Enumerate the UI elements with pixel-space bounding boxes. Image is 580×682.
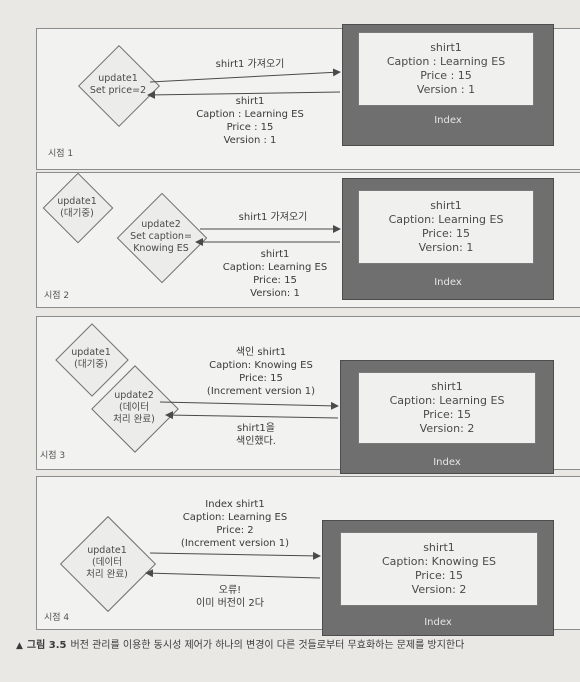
update-node-text: update1 Set price=2 — [78, 70, 158, 100]
update-node-text: update2 (데이터 처리 완료) — [94, 388, 174, 428]
panel-label: 시점 3 — [40, 451, 66, 461]
node-line: (데이터 — [119, 402, 149, 413]
response-text: shirt1을 색인했다. — [216, 422, 296, 448]
index-line: Price: 15 — [414, 569, 464, 582]
panel-label: 시점 4 — [44, 613, 70, 623]
panel-label: 시점 2 — [44, 291, 70, 301]
response-line: 오류! — [218, 585, 242, 596]
update-node-text: update1 (데이터 처리 완료) — [66, 543, 148, 583]
response-line: Version : 1 — [223, 135, 277, 146]
index-line: Price: 15 — [422, 408, 472, 421]
node-line: update1 — [87, 545, 127, 556]
index-line: shirt1 — [423, 541, 455, 554]
response-line: shirt1을 — [237, 423, 275, 434]
node-line: update1 — [98, 73, 138, 84]
response-arrow — [165, 411, 339, 420]
request-text: Index shirt1 Caption: Learning ES Price:… — [170, 498, 300, 550]
index-line: Caption: Knowing ES — [381, 555, 497, 568]
index-line: Version: 1 — [418, 241, 474, 254]
request-line: Price: 2 — [216, 525, 254, 536]
node-line: 처리 완료) — [86, 569, 128, 580]
request-line: Price: 15 — [239, 373, 283, 384]
response-text: shirt1 Caption : Learning ES Price : 15 … — [185, 95, 315, 147]
node-line: update2 — [141, 219, 181, 230]
node-line: (대기중) — [60, 208, 94, 219]
node-line: update1 — [71, 347, 111, 358]
update-node-text: update1 (대기중) — [42, 195, 112, 221]
request-arrow — [159, 401, 339, 410]
response-arrow — [147, 90, 341, 99]
index-line: Price : 15 — [420, 69, 472, 82]
index-line: Version: 2 — [411, 583, 467, 596]
request-text: 색인 shirt1 Caption: Knowing ES Price: 15 … — [196, 346, 326, 398]
caption-text: 버전 관리를 이용한 동시성 제어가 하나의 변경이 다른 것들로부터 무효화하… — [70, 640, 465, 651]
response-line: Caption : Learning ES — [196, 109, 304, 120]
request-line: Caption: Knowing ES — [209, 360, 313, 371]
response-arrow — [145, 569, 321, 579]
index-document: shirt1 Caption : Learning ES Price : 15 … — [358, 32, 534, 106]
index-line: shirt1 — [430, 41, 462, 54]
node-line: Set caption= — [130, 231, 192, 242]
request-text: shirt1 가져오기 — [218, 211, 328, 224]
panel-label: 시점 1 — [48, 149, 74, 159]
request-line: shirt1 가져오기 — [238, 212, 308, 223]
update-node-text: update2 Set caption= Knowing ES — [116, 218, 206, 256]
index-line: shirt1 — [431, 380, 463, 393]
request-line: Index shirt1 — [205, 499, 265, 510]
index-line: shirt1 — [430, 199, 462, 212]
request-line: (Increment version 1) — [206, 386, 316, 397]
node-line: update1 — [57, 196, 97, 207]
index-line: Caption: Learning ES — [389, 394, 505, 407]
index-label: Index — [424, 617, 452, 628]
request-line: shirt1 가져오기 — [215, 59, 285, 70]
index-line: Version : 1 — [416, 83, 476, 96]
request-arrow — [149, 551, 321, 560]
index-document: shirt1 Caption: Learning ES Price: 15 Ve… — [358, 372, 536, 444]
node-line: 처리 완료) — [113, 414, 155, 425]
index-label: Index — [434, 115, 462, 126]
update-node-text: update1 (대기중) — [56, 346, 126, 372]
request-text: shirt1 가져오기 — [195, 58, 305, 71]
request-line: Caption: Learning ES — [182, 512, 288, 523]
request-line: (Increment version 1) — [180, 538, 290, 549]
node-line: Knowing ES — [133, 243, 189, 254]
index-document: shirt1 Caption: Knowing ES Price: 15 Ver… — [340, 532, 538, 606]
index-line: Caption : Learning ES — [386, 55, 506, 68]
node-line: Set price=2 — [89, 85, 147, 96]
response-line: shirt1 — [260, 249, 290, 260]
response-line: Price : 15 — [226, 122, 274, 133]
request-line: 색인 shirt1 — [235, 347, 287, 358]
response-line: Price: 15 — [253, 275, 297, 286]
response-line: Caption: Learning ES — [222, 262, 328, 273]
triangle-icon: ▲ — [16, 641, 23, 651]
response-text: 오류! 이미 버전이 2다 — [180, 584, 280, 610]
index-line: Caption: Learning ES — [388, 213, 504, 226]
response-line: 이미 버전이 2다 — [196, 598, 264, 609]
node-line: update2 — [114, 390, 154, 401]
figure-number: 그림 3.5 — [26, 640, 67, 651]
node-line: (데이터 — [92, 557, 122, 568]
index-document: shirt1 Caption: Learning ES Price: 15 Ve… — [358, 190, 534, 264]
response-line: Version: 1 — [250, 288, 300, 299]
response-line: shirt1 — [235, 96, 265, 107]
node-line: (대기중) — [74, 359, 108, 370]
index-label: Index — [434, 277, 462, 288]
response-line: 색인했다. — [236, 436, 276, 447]
index-line: Version: 2 — [419, 422, 475, 435]
index-label: Index — [433, 457, 461, 468]
request-arrow — [149, 68, 341, 83]
index-line: Price: 15 — [421, 227, 471, 240]
response-text: shirt1 Caption: Learning ES Price: 15 Ve… — [210, 248, 340, 300]
